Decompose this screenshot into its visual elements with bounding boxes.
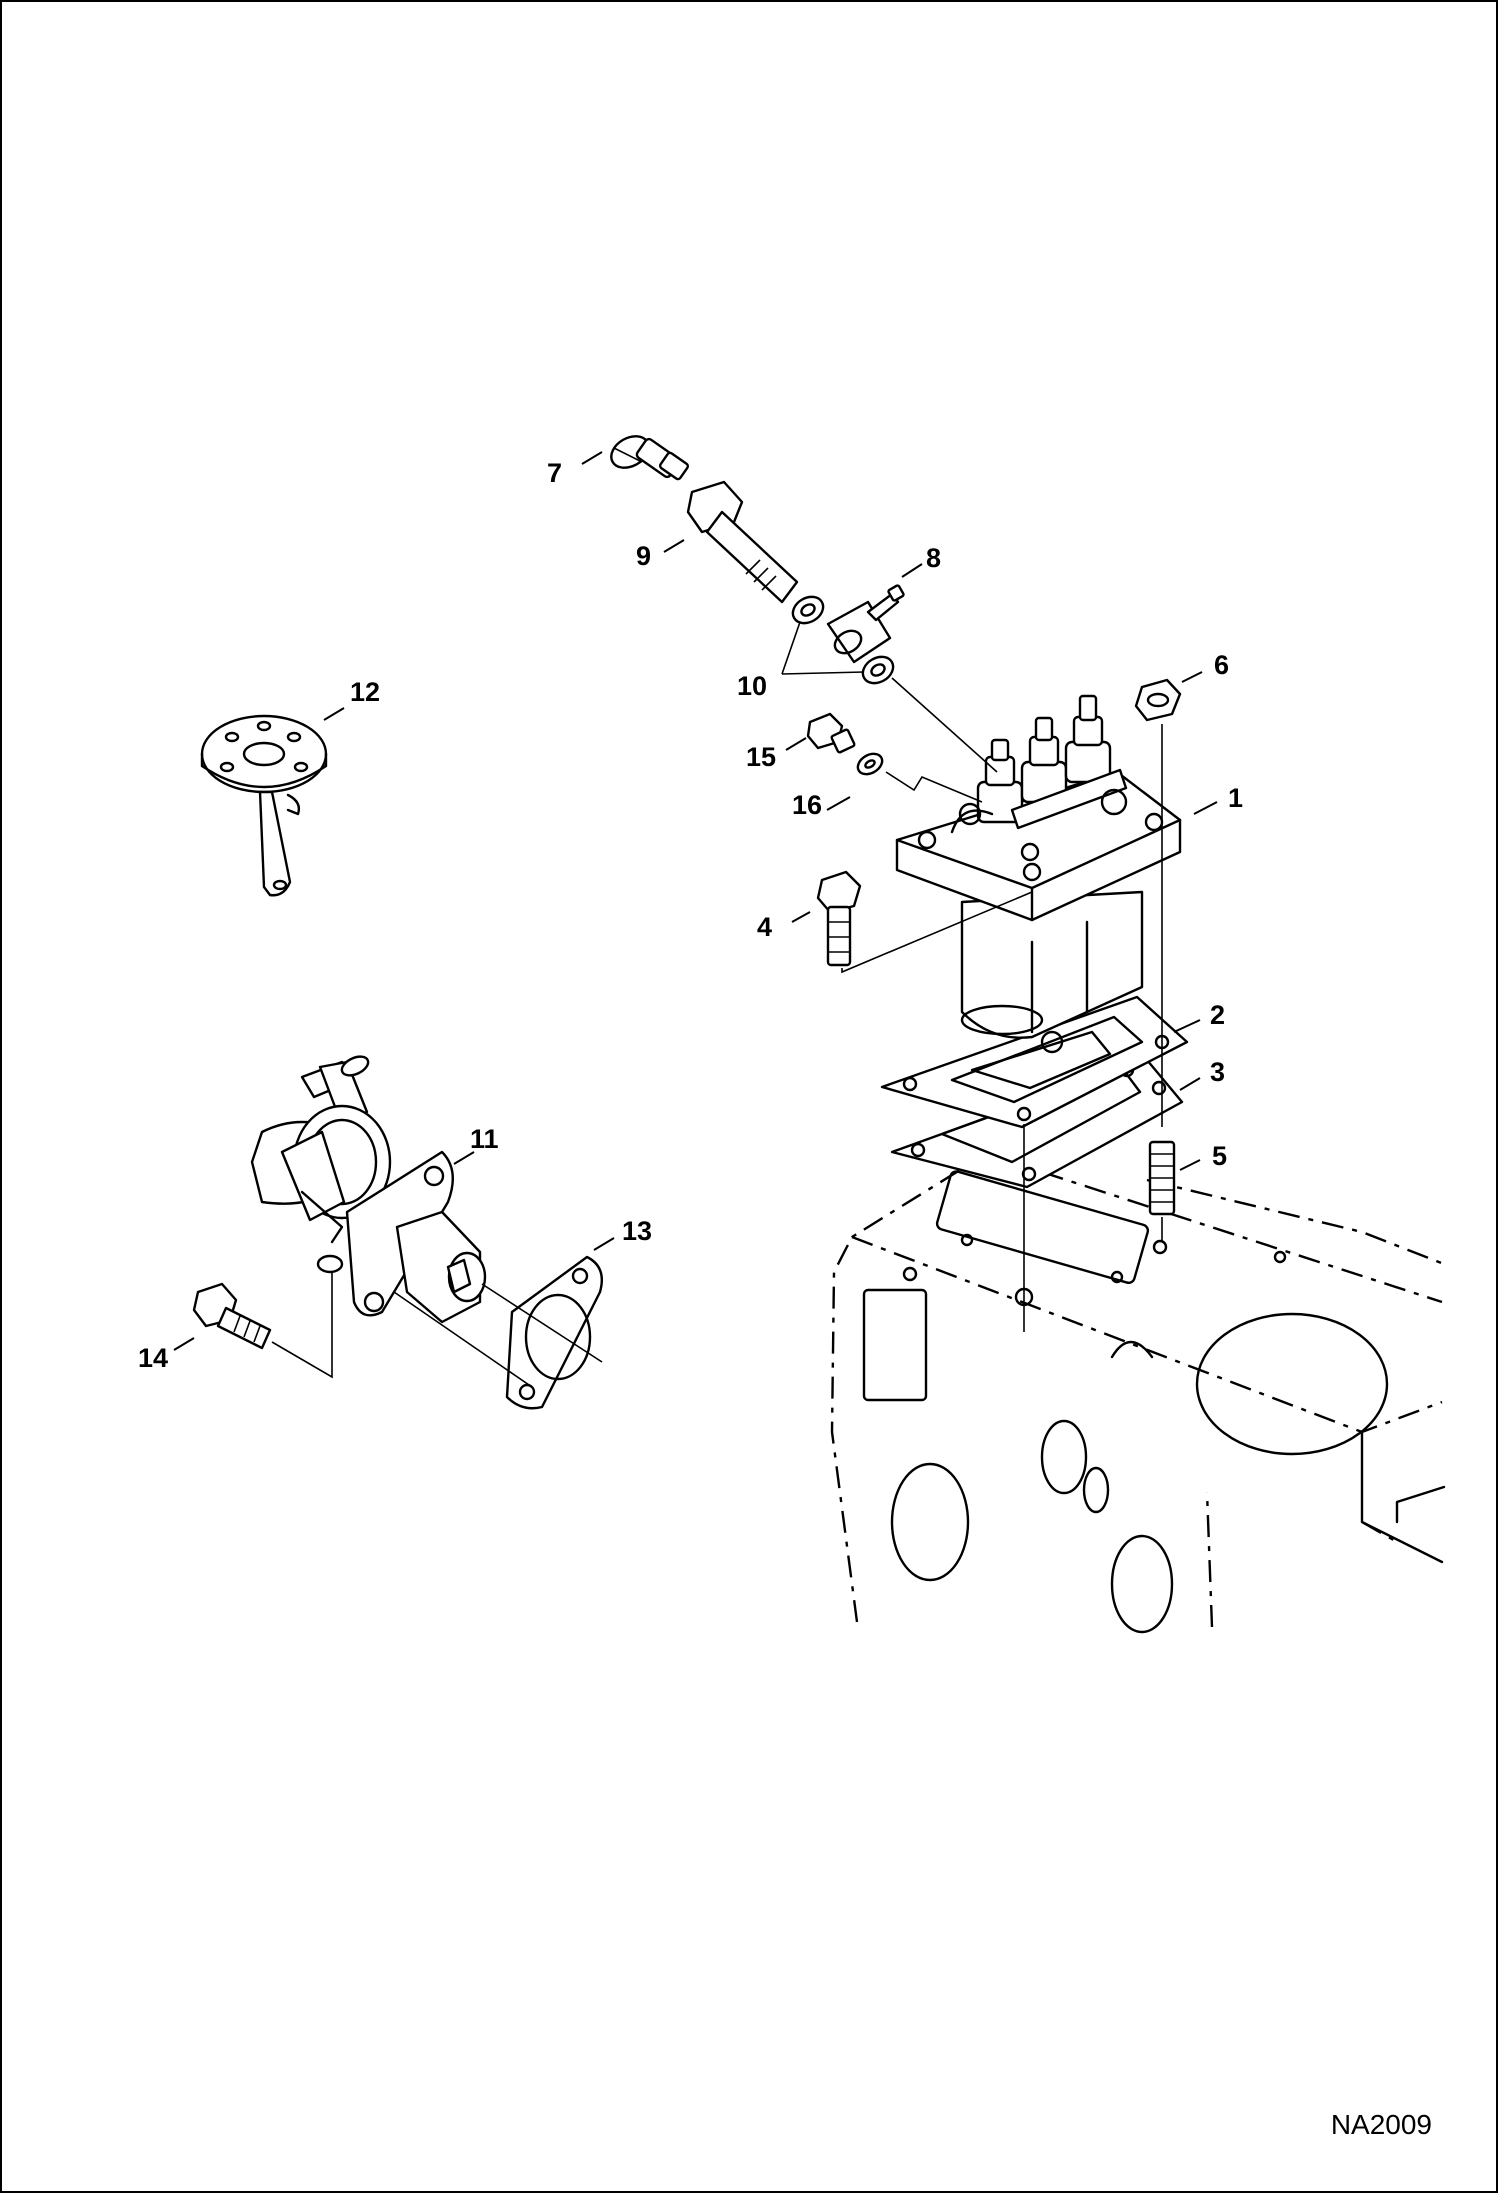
callout-15: 15 <box>746 742 777 772</box>
washer-10-lower <box>861 655 895 685</box>
banjo-fitting-8 <box>826 584 905 664</box>
stud-5 <box>1148 1140 1176 1216</box>
injection-pump <box>895 694 1182 1039</box>
callout-5: 5 <box>1212 1141 1228 1171</box>
callout-7: 7 <box>547 458 563 488</box>
bleeder-screw-7 <box>610 435 690 481</box>
callout-3: 3 <box>1210 1057 1226 1087</box>
callout-11: 11 <box>470 1124 499 1154</box>
callout-16: 16 <box>792 790 823 820</box>
feed-pump-11 <box>250 1055 487 1324</box>
callout-1: 1 <box>1228 783 1244 813</box>
callout-13: 13 <box>622 1216 653 1246</box>
figure-code: NA2009 <box>1330 2109 1432 2140</box>
washer-16 <box>856 752 884 776</box>
callout-9: 9 <box>636 541 652 571</box>
callout-10: 10 <box>737 671 768 701</box>
callout-6: 6 <box>1214 650 1230 680</box>
callout-2: 2 <box>1210 1000 1226 1030</box>
gasket-13 <box>505 1255 604 1410</box>
callout-12: 12 <box>350 677 381 707</box>
nut-6 <box>1134 678 1182 722</box>
callout-4: 4 <box>757 912 773 942</box>
leader-lines <box>173 451 1218 1351</box>
plate-12 <box>200 714 328 897</box>
bolt-15 <box>806 712 856 754</box>
banjo-bolt-9 <box>686 480 799 604</box>
bolt-4 <box>816 870 1033 974</box>
callout-8: 8 <box>926 543 942 573</box>
callout-14: 14 <box>138 1343 169 1373</box>
bolt-14 <box>192 1272 333 1379</box>
engine-block <box>830 1168 1446 1634</box>
washer-10-upper <box>791 595 825 625</box>
